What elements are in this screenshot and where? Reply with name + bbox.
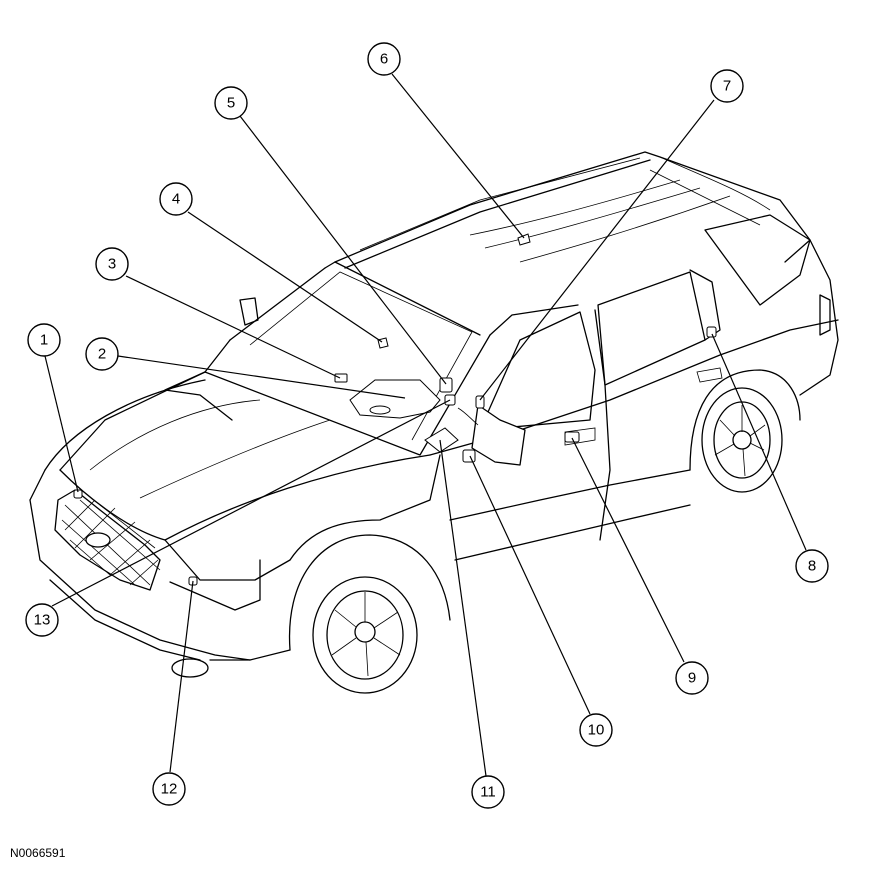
vehicle-illustration [29,151,839,694]
figure-id: N0066591 [10,846,66,860]
callout-3-label: 3 [108,256,116,273]
callout-6: 6 [367,42,401,76]
component-7-switch [475,395,485,409]
component-4-sensor [377,337,389,349]
component-9-handle-sensor [564,431,580,443]
callout-3: 3 [95,247,129,281]
callout-1-label: 1 [40,332,48,349]
callout-7: 7 [710,69,744,103]
component-11-pillar-sensor [424,427,459,453]
callout-7-label: 7 [723,78,731,95]
callout-12-label: 12 [161,781,178,798]
callout-9: 9 [675,661,709,695]
callout-1: 1 [27,323,61,357]
callout-11: 11 [471,775,505,809]
component-parts [73,233,717,586]
callout-8: 8 [795,549,829,583]
component-8-sensor [706,326,717,338]
callout-12: 12 [152,772,186,806]
component-10-switch [462,449,476,463]
leader-lines [44,73,807,777]
callout-13-label: 13 [34,612,51,629]
callout-13: 13 [25,603,59,637]
callout-5-label: 5 [227,95,235,112]
callout-2: 2 [85,337,119,371]
callout-2-label: 2 [98,346,106,363]
callout-10-label: 10 [588,722,605,739]
callout-6-label: 6 [380,51,388,68]
callout-4: 4 [159,182,193,216]
component-6-sensor [517,233,531,246]
callout-5: 5 [214,86,248,120]
component-3-sensor [334,373,348,383]
callout-11-label: 11 [480,784,496,801]
callout-9-label: 9 [688,670,696,687]
callout-8-label: 8 [808,558,816,575]
callout-10: 10 [579,713,613,747]
component-5-module [439,377,453,393]
callout-4-label: 4 [172,191,180,208]
